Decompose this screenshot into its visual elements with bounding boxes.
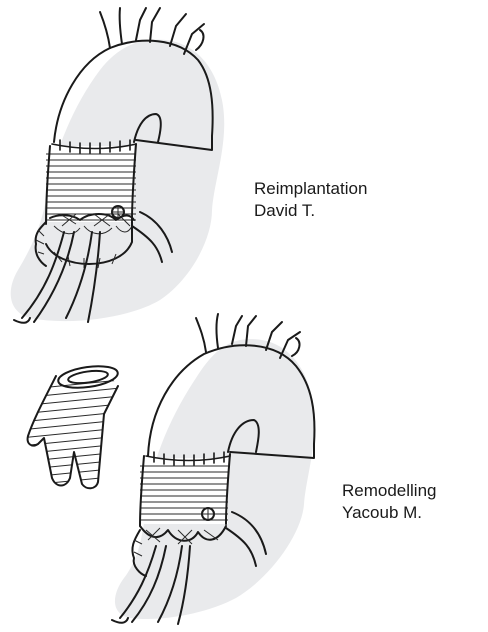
tube-graft-illustration	[20, 363, 120, 488]
technique-name: Reimplantation	[254, 178, 367, 200]
technique-name: Remodelling	[342, 480, 437, 502]
brachiocephalic-vessel	[100, 8, 122, 48]
carotid-vessel	[136, 8, 160, 42]
reimplantation-caption: Reimplantation David T.	[254, 178, 367, 222]
technique-author: David T.	[254, 200, 367, 222]
technique-author: Yacoub M.	[342, 502, 437, 524]
reimplantation-illustration	[11, 8, 225, 323]
remodelling-illustration	[112, 314, 314, 624]
remodelling-caption: Remodelling Yacoub M.	[342, 480, 437, 524]
